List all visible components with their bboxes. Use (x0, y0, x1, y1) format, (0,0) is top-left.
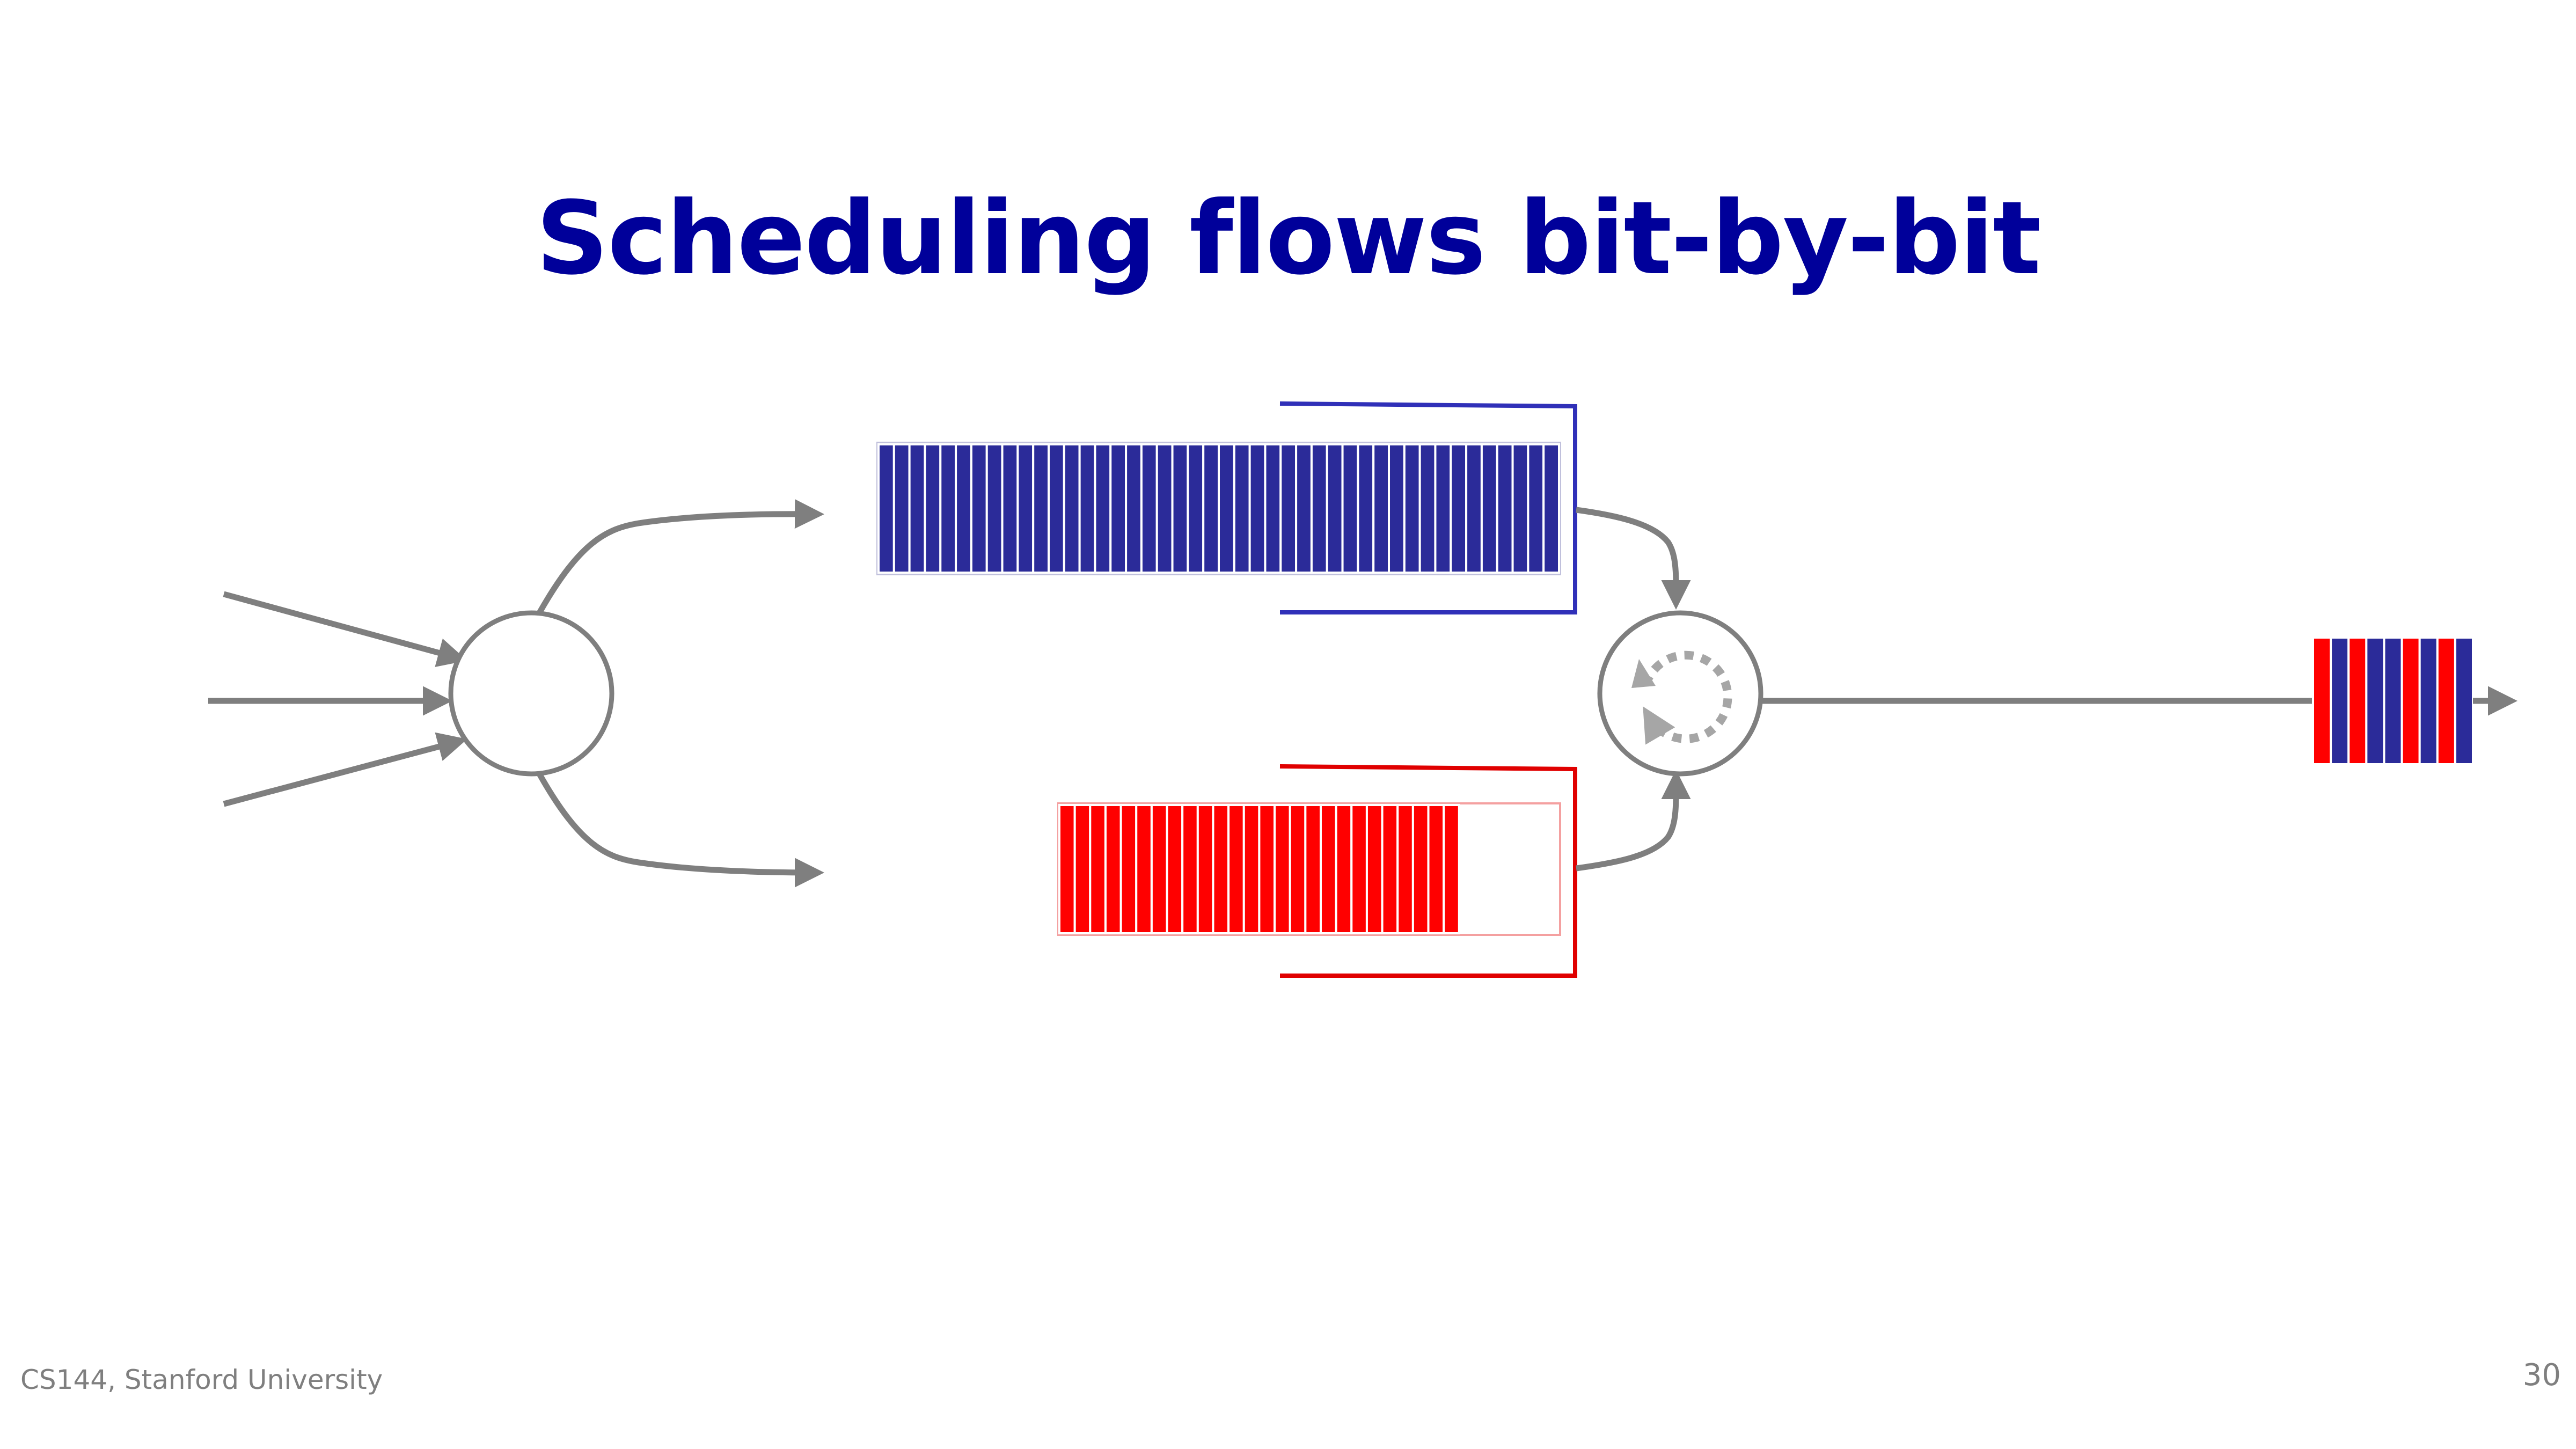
blue-queue-bit (1016, 443, 1035, 574)
blue-queue-bit (1171, 443, 1189, 574)
red-queue-bit (1258, 804, 1276, 934)
blue-queue-bit (1063, 443, 1081, 574)
blue-queue-bit (1140, 443, 1158, 574)
blue-queue-bit (1326, 443, 1344, 574)
round-robin-icon (1631, 650, 1732, 745)
output-bit-blue (2454, 636, 2474, 765)
page-number: 30 (2522, 1358, 2561, 1393)
output-bit-red (2401, 636, 2421, 765)
red-queue-bit (1443, 804, 1460, 934)
red-queue-bit (1181, 804, 1199, 934)
blue-queue-bit (1388, 443, 1406, 574)
red-queue-bit (1411, 804, 1430, 934)
blue-queue-bit (1001, 443, 1019, 574)
red-queue-bit (1319, 804, 1337, 934)
red-queue-bit (1365, 804, 1384, 934)
blue-queue-bit (1233, 443, 1251, 574)
red-queue-bit (1073, 804, 1092, 934)
red-to-scheduler-arrow (1576, 770, 1691, 872)
blue-queue-bit (1372, 443, 1391, 574)
red-queue-bit (1135, 804, 1153, 934)
blue-queue-bit (1434, 443, 1452, 574)
output-bit-red (2312, 636, 2332, 765)
blue-queue-bit (985, 443, 1004, 574)
blue-queue-bit (1295, 443, 1313, 574)
red-queue-bit (1212, 804, 1230, 934)
blue-queue-bit (1279, 443, 1298, 574)
red-queue-bit (1150, 804, 1168, 934)
blue-queue-bit (1109, 443, 1128, 574)
red-queue-bit (1089, 804, 1107, 934)
red-queue-bit (1274, 804, 1291, 934)
red-queue-bit (1227, 804, 1245, 934)
red-queue-bit (1058, 804, 1076, 934)
blue-queue-bit (892, 443, 911, 574)
classifier-to-blue-arrow (537, 499, 824, 614)
blue-queue-bit (1341, 443, 1359, 574)
blue-queue-bit (939, 443, 957, 574)
blue-queue-bit (1418, 443, 1437, 574)
red-queue-bit (1381, 804, 1399, 934)
blue-flow-queue (876, 442, 1561, 575)
blue-queue-bit (1155, 443, 1174, 574)
red-queue-bit (1119, 804, 1138, 934)
red-queue-bit (1196, 804, 1214, 934)
blue-queue-bit (877, 443, 895, 574)
red-queue-bit (1242, 804, 1261, 934)
output-bit-blue (2330, 636, 2350, 765)
blue-queue-bit (1542, 443, 1561, 574)
output-bit-blue (2383, 636, 2403, 765)
blue-queue-bit (1048, 443, 1065, 574)
red-queue-bit (1335, 804, 1353, 934)
blue-queue-bit (1078, 443, 1096, 574)
blue-queue-bit (970, 443, 988, 574)
input-link-bottom (223, 732, 467, 807)
blue-queue-bit (1465, 443, 1483, 574)
red-queue-bit (1427, 804, 1445, 934)
blue-queue-bit (1187, 443, 1205, 574)
output-bit-blue (2365, 636, 2385, 765)
circle-node-icon (448, 610, 614, 777)
blue-queue-bit (1511, 443, 1529, 574)
slide-title: Scheduling flows bit-by-bit (536, 180, 2041, 297)
blue-queue-bit (908, 443, 926, 574)
red-queue-bit (1289, 804, 1307, 934)
blue-queue-bit (1264, 443, 1282, 574)
blue-queue-bit (1496, 443, 1514, 574)
footer-course: CS144, Stanford University (20, 1364, 383, 1395)
blue-queue-bit (1125, 443, 1143, 574)
blue-queue-bit (1310, 443, 1328, 574)
input-link-top (223, 591, 467, 667)
red-queue-bracket (1279, 764, 1577, 978)
output-bit-blue (2418, 636, 2439, 765)
blue-queue-bit (1094, 443, 1112, 574)
output-bit-red (2436, 636, 2456, 765)
blue-queue-bit (1480, 443, 1498, 574)
blue-queue-bit (1527, 443, 1545, 574)
red-queue-bit (1396, 804, 1414, 934)
blue-queue-bit (1450, 443, 1468, 574)
blue-to-scheduler-arrow (1576, 507, 1691, 610)
red-queue-bit (1304, 804, 1322, 934)
red-queue-bit (1350, 804, 1368, 934)
blue-queue-bit (955, 443, 972, 574)
classifier-to-red-arrow (537, 772, 824, 888)
output-bit-stream (2312, 636, 2474, 765)
blue-queue-bit (1403, 443, 1421, 574)
blue-queue-bit (1032, 443, 1050, 574)
red-flow-queue (1057, 802, 1561, 936)
blue-queue-bit (1202, 443, 1220, 574)
blue-queue-bit (924, 443, 942, 574)
blue-queue-bit (1357, 443, 1375, 574)
red-queue-bit (1104, 804, 1122, 934)
output-bit-red (2347, 636, 2368, 765)
blue-queue-bracket (1279, 401, 1577, 614)
red-queue-bit (1166, 804, 1184, 934)
blue-queue-bit (1218, 443, 1235, 574)
blue-queue-bit (1248, 443, 1267, 574)
scheduler-circle (1597, 610, 1763, 777)
